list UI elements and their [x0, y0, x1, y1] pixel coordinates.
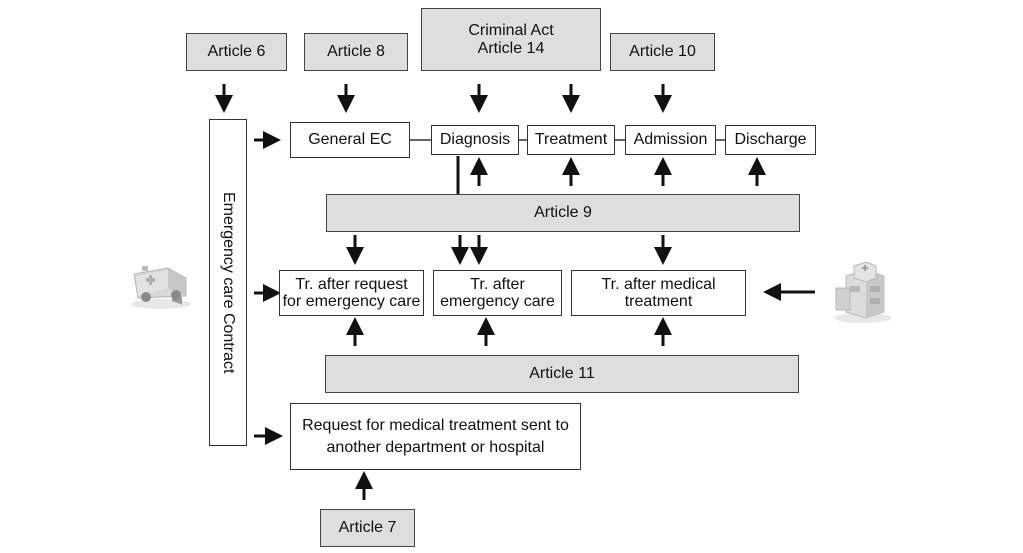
article8-box: Article 8 — [304, 33, 408, 71]
article10-label: Article 10 — [629, 43, 696, 60]
admission-box: Admission — [625, 125, 716, 155]
general-ec-box: General EC — [290, 122, 410, 158]
article14-label: Criminal Act Article 14 — [468, 21, 554, 57]
tr-after-emergency-box: Tr. after emergency care — [433, 270, 562, 316]
article7-label: Article 7 — [338, 519, 397, 536]
ambulance-icon — [131, 266, 191, 309]
diagnosis-box: Diagnosis — [431, 125, 519, 155]
request-treatment-box: Request for medical treatment sent to an… — [290, 403, 581, 470]
discharge-label: Discharge — [734, 131, 807, 148]
article6-label: Article 6 — [207, 43, 266, 60]
treatment-box: Treatment — [527, 125, 615, 155]
article7-box: Article 7 — [320, 509, 415, 547]
diagnosis-label: Diagnosis — [439, 131, 511, 148]
tr-after-medical-box: Tr. after medical treatment — [571, 270, 746, 316]
tr-after-emergency-label: Tr. after emergency care — [440, 276, 555, 310]
article9-box: Article 9 — [326, 194, 800, 232]
tr-after-medical-label: Tr. after medical treatment — [601, 276, 716, 310]
article14-box: Criminal Act Article 14 — [421, 8, 601, 71]
article6-box: Article 6 — [186, 33, 287, 71]
article11-box: Article 11 — [325, 355, 799, 393]
general-ec-label: General EC — [308, 131, 392, 148]
admission-label: Admission — [633, 131, 708, 148]
article11-label: Article 11 — [529, 365, 595, 382]
discharge-box: Discharge — [725, 125, 816, 155]
treatment-label: Treatment — [534, 131, 608, 148]
emergency-care-contract-box: Emergency care Contract — [209, 119, 247, 446]
request-treatment-label: Request for medical treatment sent to an… — [302, 416, 569, 456]
emergency-care-contract-label: Emergency care Contract — [220, 191, 237, 374]
tr-after-request-label: Tr. after request for emergency care — [282, 276, 421, 310]
hospital-icon — [834, 261, 892, 323]
tr-after-request-box: Tr. after request for emergency care — [279, 270, 424, 316]
article9-label: Article 9 — [534, 204, 592, 221]
article10-box: Article 10 — [610, 33, 715, 71]
article8-label: Article 8 — [327, 43, 385, 60]
